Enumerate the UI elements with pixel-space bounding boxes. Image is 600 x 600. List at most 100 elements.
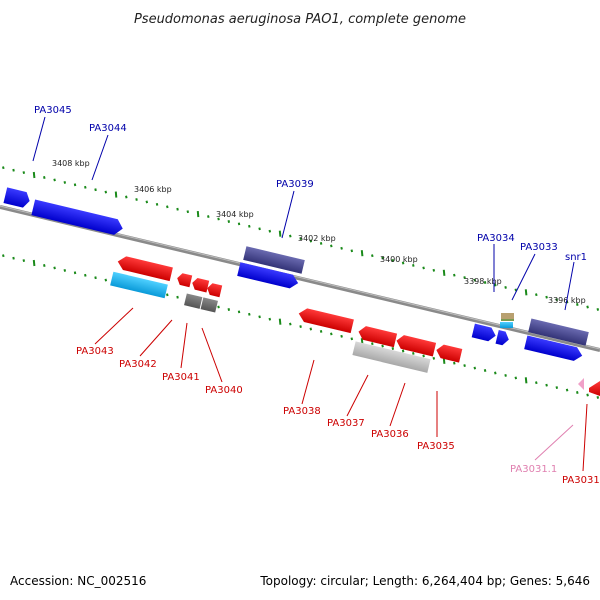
gene-label-pa3044[interactable]: PA3044 — [89, 123, 127, 134]
scale-tick — [22, 259, 26, 263]
scale-tick — [155, 202, 159, 206]
scale-tick — [319, 329, 323, 333]
scale-tick — [227, 308, 231, 311]
scale-tick — [43, 264, 46, 267]
scale-tick — [360, 250, 364, 257]
gene-pa3037[interactable] — [357, 325, 398, 348]
scale-label: 3404 kbp — [216, 210, 254, 219]
scale-tick — [186, 210, 190, 214]
gene-pa3039-upper[interactable] — [243, 246, 305, 274]
gene-label-pa3041[interactable]: PA3041 — [162, 372, 200, 383]
scale-tick — [453, 273, 456, 277]
scale-tick — [94, 188, 97, 192]
scale-tick — [278, 318, 282, 325]
scale-tick — [524, 377, 528, 384]
gene-label-pa3033[interactable]: PA3033 — [520, 242, 558, 253]
gene-label-pa3038[interactable]: PA3038 — [283, 406, 321, 417]
gene-label-pa3042[interactable]: PA3042 — [119, 359, 157, 370]
scale-tick — [545, 295, 548, 299]
scale-tick — [412, 263, 415, 267]
gene-label-pa3039[interactable]: PA3039 — [276, 179, 314, 190]
scale-tick — [84, 273, 87, 277]
scale-tick — [114, 191, 118, 198]
gene-snr1[interactable] — [528, 318, 589, 346]
scale-tick — [135, 198, 138, 201]
gene-pa3033[interactable] — [495, 330, 511, 346]
gene-pa3041a[interactable] — [176, 272, 193, 288]
gene-label-pa3043[interactable]: PA3043 — [76, 346, 114, 357]
gene-pa3034[interactable] — [471, 323, 498, 343]
scale-tick — [391, 259, 395, 262]
scale-tick — [535, 381, 538, 385]
scale-tick — [401, 349, 405, 353]
scale-tick — [73, 271, 77, 275]
scale-tick — [350, 337, 354, 341]
gene-pa3038[interactable] — [297, 307, 354, 334]
scale-tick — [2, 254, 5, 258]
gene-pa3040[interactable] — [206, 282, 223, 298]
gene-pa3045[interactable] — [3, 187, 31, 208]
scale-tick — [53, 178, 56, 182]
gene-label-pa3036[interactable]: PA3036 — [371, 429, 409, 440]
scale-tick — [555, 386, 559, 390]
page-title: Pseudomonas aeruginosa PAO1, complete ge… — [134, 12, 466, 27]
gene-label-pa3034[interactable]: PA3034 — [477, 233, 515, 244]
scale-label: 3402 kbp — [298, 234, 336, 243]
scale-tick — [258, 227, 261, 231]
scale-tick — [73, 183, 77, 187]
gene-grey-pair[interactable] — [184, 293, 218, 313]
gene-label-pa3035[interactable]: PA3035 — [417, 441, 455, 452]
gene-pa3035[interactable] — [435, 343, 463, 363]
gene-pa3044[interactable] — [31, 199, 124, 237]
upper-scale-track — [2, 166, 600, 311]
gene-pa3031-1[interactable] — [578, 378, 584, 390]
gene-pa3039-lower[interactable] — [237, 262, 300, 290]
scale-tick — [268, 229, 272, 233]
scale-tick — [350, 249, 354, 253]
scale-tick — [104, 190, 108, 194]
gene-label-pa3045[interactable]: PA3045 — [34, 105, 72, 116]
scale-tick — [63, 180, 67, 184]
gene-pa3036[interactable] — [395, 334, 437, 357]
scale-label: 3400 kbp — [380, 255, 418, 264]
gene-label-pa3037[interactable]: PA3037 — [327, 418, 365, 429]
plus-strand-genes — [3, 187, 589, 362]
gene-pa3031[interactable] — [589, 381, 600, 396]
scale-tick — [565, 388, 569, 392]
gene-label-pa3031[interactable]: PA3031 — [562, 475, 600, 486]
gene-small-tan[interactable] — [501, 313, 514, 321]
scale-tick — [473, 366, 477, 370]
scale-tick — [145, 200, 149, 204]
gene-pa3043[interactable] — [116, 255, 173, 282]
gene-plus-right[interactable] — [524, 335, 584, 362]
gene-grey-light[interactable] — [352, 341, 431, 373]
scale-tick — [227, 220, 231, 223]
gene-pa3042[interactable] — [110, 271, 168, 299]
scale-tick — [268, 317, 272, 321]
gene-label-snr1[interactable]: snr1 — [565, 252, 587, 263]
gene-label-pa3031-1[interactable]: PA3031.1 — [510, 464, 557, 475]
gene-small-cyan[interactable] — [500, 322, 513, 328]
scale-tick — [289, 234, 292, 238]
scale-tick — [596, 395, 600, 399]
scale-tick — [483, 281, 487, 284]
scale-tick — [2, 166, 5, 170]
scale-tick — [463, 364, 466, 368]
gene-label-pa3040[interactable]: PA3040 — [205, 385, 243, 396]
scale-tick — [309, 239, 313, 243]
scale-tick — [422, 354, 425, 358]
scale-tick — [340, 334, 343, 338]
scale-tick — [289, 322, 292, 326]
scale-tick — [176, 295, 179, 299]
scale-tick — [576, 303, 579, 306]
scale-tick — [258, 315, 261, 319]
scale-tick — [504, 285, 507, 289]
scale-tick — [309, 327, 313, 331]
scale-tick — [340, 246, 343, 250]
scale-label: 3406 kbp — [134, 185, 172, 194]
scale-tick — [381, 256, 384, 260]
scale-tick — [576, 391, 579, 394]
scale-tick — [586, 305, 589, 309]
scale-tick — [196, 211, 200, 218]
gene-pa3041b[interactable] — [191, 277, 210, 293]
